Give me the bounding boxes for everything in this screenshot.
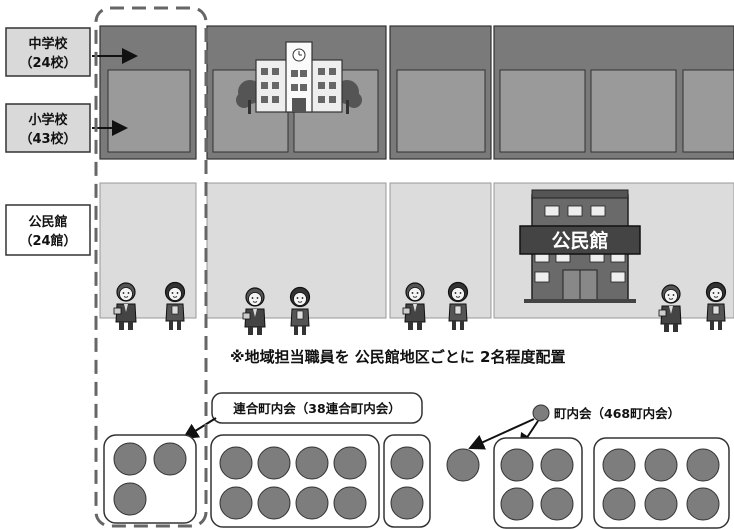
elementary-district — [107, 69, 191, 153]
svg-text:中学校: 中学校 — [28, 36, 68, 52]
elementary-district — [396, 69, 486, 153]
center-district-3 — [389, 182, 492, 319]
elementary-district — [682, 69, 734, 153]
svg-text:連合町内会（38連合町内会）: 連合町内会（38連合町内会） — [233, 401, 400, 416]
svg-text:町内会（468町内会）: 町内会（468町内会） — [554, 406, 680, 421]
arrow-neighborhood-1 — [468, 418, 535, 450]
school-building-icon — [236, 41, 362, 114]
svg-text:小学校: 小学校 — [28, 112, 68, 128]
staff-man-icon — [113, 282, 137, 331]
label-junior-high: 中学校 （24校） — [5, 27, 91, 77]
staffing-note: ※地域担当職員を 公民館地区ごとに 2名程度配置 — [230, 348, 565, 366]
standalone-neighborhood-association — [446, 448, 480, 482]
arrow-federation — [182, 417, 217, 440]
staff-woman-icon — [447, 281, 469, 331]
elementary-district — [499, 69, 586, 153]
school-row — [99, 25, 734, 160]
staff-man-icon — [402, 282, 426, 331]
federation-group-1 — [103, 434, 197, 524]
staff-woman-icon — [164, 281, 186, 331]
staff-man-icon — [658, 284, 682, 333]
staff-woman-icon — [705, 281, 727, 331]
federation-callout: 連合町内会（38連合町内会） — [211, 392, 423, 424]
label-community-center: 公民館 （24館） — [5, 204, 91, 256]
svg-text:（24校）: （24校） — [19, 55, 76, 71]
federation-group-3 — [383, 434, 431, 528]
label-elementary: 小学校 （43校） — [5, 103, 91, 153]
federation-group-5 — [593, 437, 730, 529]
federation-group-2 — [210, 434, 380, 528]
svg-text:（43校）: （43校） — [19, 131, 76, 147]
staff-man-icon — [242, 287, 266, 336]
svg-text:（24館）: （24館） — [19, 233, 76, 249]
elementary-district — [590, 69, 677, 153]
community-center-building-icon: 公民館 — [519, 189, 641, 303]
svg-text:公民館: 公民館 — [28, 214, 67, 230]
staff-woman-icon — [289, 286, 311, 336]
neighborhood-callout: 町内会（468町内会） — [532, 404, 680, 422]
federation-group-4 — [493, 437, 583, 529]
building-sign: 公民館 — [551, 229, 608, 252]
